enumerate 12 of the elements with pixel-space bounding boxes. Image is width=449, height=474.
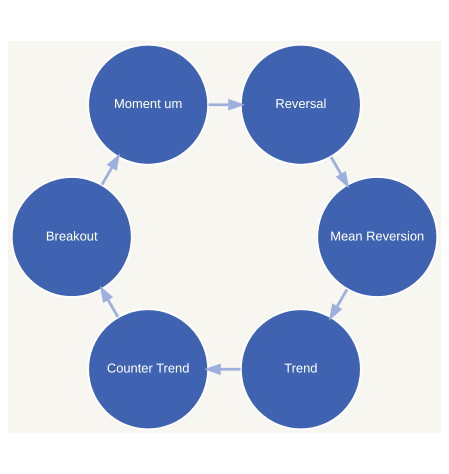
node-circle: Trend bbox=[240, 308, 362, 430]
node-circle: Reversal bbox=[240, 44, 362, 166]
arrow bbox=[204, 363, 240, 376]
arrow bbox=[328, 288, 348, 321]
arrow bbox=[100, 286, 120, 318]
node-circle: Breakout bbox=[10, 176, 133, 298]
arrow bbox=[208, 98, 245, 111]
arrow bbox=[330, 156, 350, 188]
node-circle: Mean Reversion bbox=[316, 176, 438, 298]
arrow bbox=[100, 153, 120, 186]
node-circle: Moment um bbox=[87, 44, 210, 166]
node-circle: Counter Trend bbox=[87, 308, 210, 430]
